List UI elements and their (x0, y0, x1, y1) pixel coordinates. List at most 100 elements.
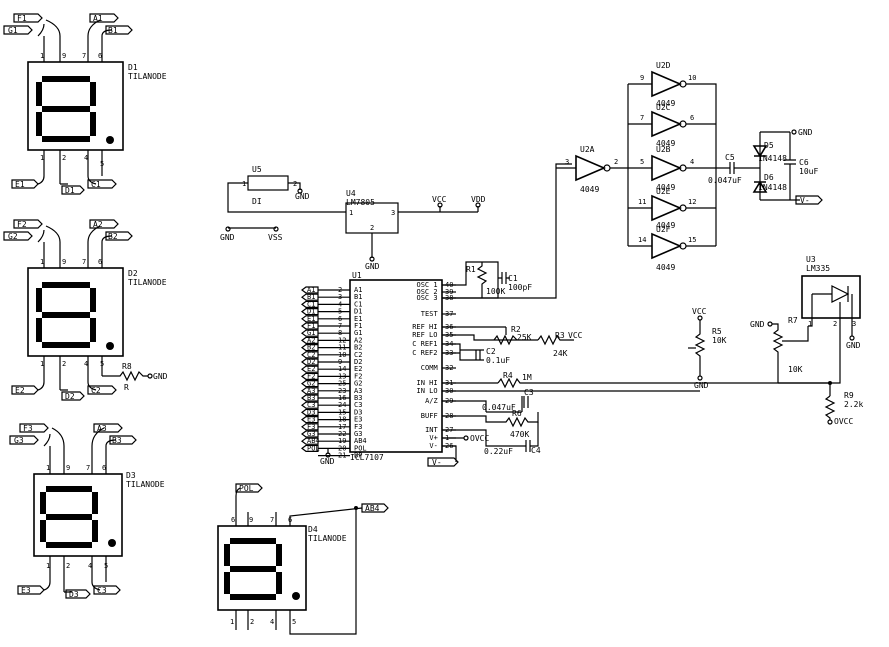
r8-gnd: GND (153, 372, 168, 381)
inverter-u2c: U2C 4049 7 6 (640, 103, 708, 148)
u1-net-label: B1 (307, 293, 315, 301)
net-b1: B1 (108, 26, 118, 35)
d4-ref: D4 (308, 525, 318, 534)
u1-net-flag (301, 437, 319, 445)
d1-pin-6: 6 (98, 52, 102, 60)
u1-net-label: D3 (307, 408, 315, 416)
inverter-u2b: U2B 4049 5 4 (640, 145, 708, 192)
u1-pin-name: V- (429, 442, 437, 450)
u4-gnd: GND (365, 262, 380, 271)
display-d4: POL AB4 6 9 7 6 D4 TILANODE 1 2 4 5 (217, 483, 389, 635)
d1-pin-9: 9 (62, 52, 66, 60)
c6-value: 10uF (799, 167, 818, 176)
d2-pin-9: 9 (62, 258, 66, 266)
r4-value: 1M (522, 373, 532, 382)
u2c-in: 7 (640, 114, 644, 122)
u2d-in: 9 (640, 74, 644, 82)
u1-net-label: A3 (307, 387, 315, 395)
resistor-r3 (537, 334, 574, 346)
u1-net-label: E1 (307, 315, 315, 323)
u1-net-flag (301, 380, 319, 388)
u3-body (801, 275, 861, 319)
net-flag-f1 (13, 13, 43, 23)
u2f-ref: U2F (656, 225, 671, 234)
gnd-label: GND (220, 233, 235, 242)
net-a1: A1 (93, 14, 103, 23)
u1-net-flag (301, 329, 319, 337)
d3-pin-9: 9 (66, 464, 70, 472)
u5-gnd: GND (295, 192, 310, 201)
r8-ref: R8 (122, 362, 132, 371)
u1-pin-name: REF LO (412, 331, 437, 339)
r9-ovcc: OVCC (834, 417, 853, 426)
u1-net-label: G3 (307, 430, 315, 438)
u2f-out: 15 (688, 236, 696, 244)
u2d-out: 10 (688, 74, 696, 82)
net-ab4: AB4 (365, 504, 380, 513)
u1-net-flag (301, 336, 319, 344)
u1-pin-name: BP (354, 452, 362, 460)
d2-bpin-4: 4 (84, 360, 88, 368)
u1-net-flag (301, 351, 319, 359)
d4-type: TILANODE (308, 534, 347, 543)
u1-pin-name: OSC 2 (417, 288, 438, 296)
u1-net-label: B2 (307, 344, 315, 352)
u1-pin-name: A3 (354, 387, 362, 395)
d3-type: TILANODE (126, 480, 165, 489)
d4-bpin-4: 4 (270, 618, 274, 626)
net-b2: B2 (108, 232, 118, 241)
r4-ref: R4 (503, 371, 513, 380)
u1-net-flag (301, 344, 319, 352)
u1-pin-name: B2 (354, 344, 362, 352)
u1-net-flag (301, 387, 319, 395)
u1-pin-name: E3 (354, 416, 362, 424)
net-c3: C3 (97, 586, 107, 595)
u1-pin-name: C REF1 (412, 340, 437, 348)
inverter-u2d: U2D 4049 9 10 (640, 61, 708, 108)
u1-pin-name: B1 (354, 293, 362, 301)
u2b-ref: U2B (656, 145, 671, 154)
display-d3-body (33, 473, 123, 557)
u1-left-pins: A12A1B13B1C14C1D15D1E16E1F17F1G18G1A212A… (301, 286, 367, 460)
r1-ref: R1 (466, 265, 476, 274)
d2-ref: D2 (128, 269, 138, 278)
net-b3: B3 (112, 436, 122, 445)
sensor-section: VCC R5 10K GND GND R7 10K U3 LM335 1 2 3… (688, 255, 863, 426)
u1-part: ICL7107 (350, 453, 384, 462)
r1-value: 100K (486, 287, 505, 296)
u1-net-flag (301, 423, 319, 431)
u1-pin-name: F1 (354, 322, 362, 330)
u1-net-label: E3 (307, 416, 315, 424)
u1-net-flag (301, 286, 319, 294)
net-c2: C2 (91, 386, 101, 395)
u1-net-label: G2 (307, 380, 315, 388)
resistor-r6 (442, 412, 539, 428)
c2-ref: C2 (486, 347, 496, 356)
u1-net-flag (301, 358, 319, 366)
d1-type: TILANODE (128, 72, 167, 81)
net-c1: C1 (91, 180, 101, 189)
vminus2-label: V- (800, 196, 810, 205)
u5-ref: U5 (252, 165, 262, 174)
regulator-section: U5 1 2 DI GND U4 LM7805 1 3 2 VCC VDD GN… (220, 165, 486, 271)
vss-label: VSS (268, 233, 283, 242)
u1-pin-name: REF HI (412, 323, 437, 331)
u2a-ref: U2A (580, 145, 595, 154)
u1-pin-name: D2 (354, 358, 362, 366)
r6-value: 470K (510, 430, 529, 439)
r9-value: 2.2k (844, 400, 863, 409)
u1-net-flag (301, 300, 319, 308)
u1-net-label: A2 (307, 336, 315, 344)
r8-value: R (124, 383, 129, 392)
d1-pin-1: 1 (40, 52, 44, 60)
u2d-ref: U2D (656, 61, 671, 70)
u2c-ref: U2C (656, 103, 671, 112)
u2a-out: 2 (614, 158, 618, 166)
r5-value: 10K (712, 336, 727, 345)
display-d2-body (27, 267, 124, 357)
display-d1: F1 A1 G1 B1 1 9 7 6 D1 TILANODE 1 2 4 5 … (3, 13, 167, 195)
d4-pin-a: 6 (231, 516, 235, 524)
d1-bpin-4: 4 (84, 154, 88, 162)
dp-dot (108, 539, 116, 547)
u1-pin-name: AB4 (354, 437, 367, 445)
